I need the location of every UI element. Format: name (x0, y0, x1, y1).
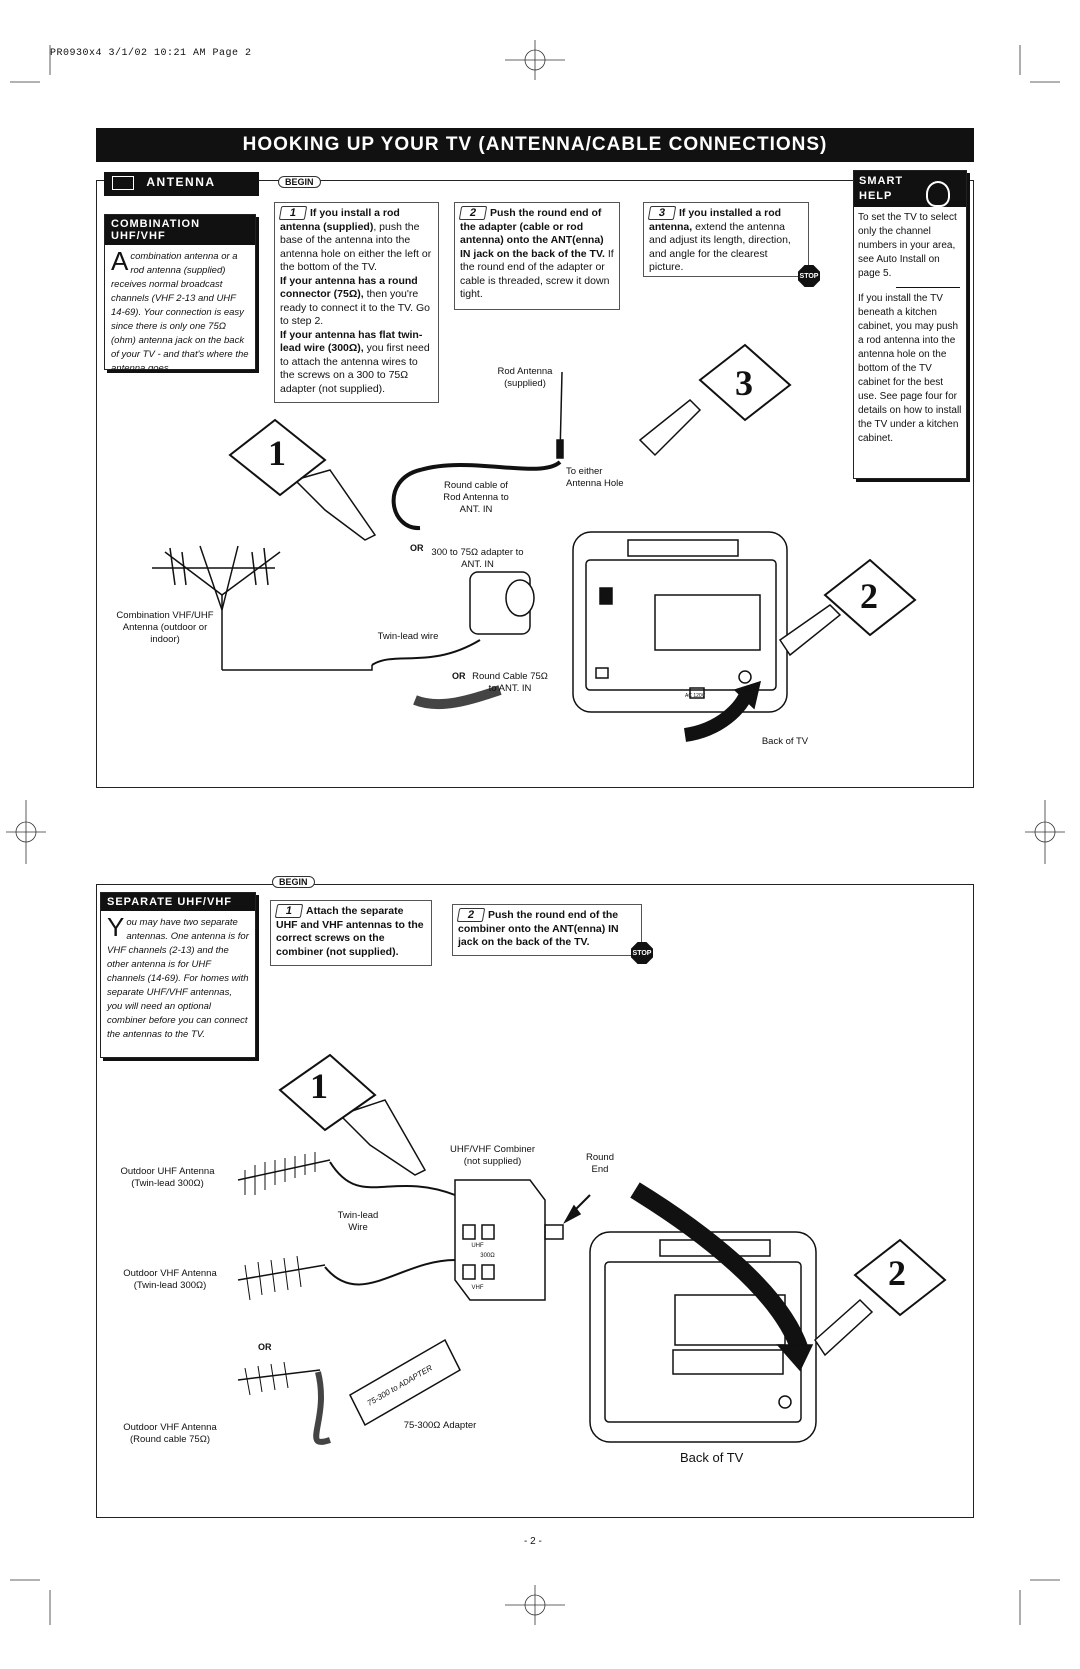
diagram-number-1b: 1 (310, 1066, 328, 1106)
antenna-icon (112, 175, 134, 190)
or-marker-2: OR (452, 671, 466, 681)
label-twin-lead: Twin-lead wire (377, 631, 439, 642)
separate-panel (96, 884, 974, 1518)
label-adapter-300-75: 300 to 75Ω adapter to ANT. IN (431, 547, 524, 570)
smart-help-text-2: If you install the TV beneath a kitchen … (858, 293, 962, 444)
or-marker-3: OR (258, 1342, 272, 1352)
label-round-end: Round End (586, 1152, 614, 1175)
label-300ohm: 300Ω (480, 1253, 495, 1259)
label-ac: AC 120V (684, 693, 705, 699)
begin-badge-2: BEGIN (272, 876, 315, 888)
label-adapter-75-300: 75-300Ω Adapter (403, 1420, 477, 1431)
label-outdoor-vhf-75: Outdoor VHF Antenna (Round cable 75Ω) (123, 1422, 217, 1445)
label-ant-in: ANT IN (741, 687, 759, 693)
diagram-number-2: 2 (860, 576, 878, 616)
separate-info-heading: SEPARATE UHF/VHF (101, 893, 255, 911)
page-number: - 2 - (524, 1536, 542, 1547)
lightbulb-icon (926, 181, 950, 207)
antenna-panel (96, 180, 974, 788)
smart-help-text-1: To set the TV to select only the channel… (858, 212, 957, 279)
label-round-cable-rod: Round cable of Rod Antenna to ANT. IN (443, 480, 509, 515)
label-twin-lead-wire: Twin-lead Wire (337, 1210, 379, 1233)
diagram-number-2b: 2 (888, 1253, 906, 1293)
label-round-cable-75: Round Cable 75Ω to ANT. IN (472, 671, 548, 694)
drop-cap: Y (107, 912, 125, 942)
stop-icon-2: STOP (631, 942, 653, 964)
label-back-of-tv-2: Back of TV (680, 1450, 744, 1465)
print-header: PR0930x4 3/1/02 10:21 AM Page 2 (50, 48, 252, 59)
label-vhf: VHF (471, 1285, 484, 1291)
combination-info-heading: COMBINATION UHF/VHF (105, 215, 255, 245)
begin-badge: BEGIN (278, 176, 321, 188)
label-rod-antenna: Rod Antenna (supplied) (497, 366, 553, 389)
diagram-number-1: 1 (268, 433, 286, 473)
label-outdoor-uhf: Outdoor UHF Antenna (Twin-lead 300Ω) (120, 1166, 215, 1189)
label-outdoor-vhf-300: Outdoor VHF Antenna (Twin-lead 300Ω) (123, 1268, 217, 1291)
drop-cap: A (111, 246, 129, 276)
antenna-tab-label: ANTENNA (146, 175, 216, 189)
label-antenna-hole: To either Antenna Hole (566, 466, 624, 489)
or-marker-1: OR (410, 543, 424, 553)
label-back-of-tv: Back of TV (761, 736, 809, 747)
label-uhf: UHF (471, 1243, 484, 1249)
diagram-number-3: 3 (735, 363, 753, 403)
stop-icon: STOP (798, 265, 820, 287)
page-title: HOOKING UP YOUR TV (ANTENNA/CABLE CONNEC… (96, 128, 974, 162)
antenna-tab: ANTENNA (104, 172, 259, 196)
label-combiner: UHF/VHF Combiner (not supplied) (450, 1144, 535, 1167)
smart-help-box: SMART HELP To set the TV to select only … (853, 170, 967, 479)
label-combination-antenna: Combination VHF/UHF Antenna (outdoor or … (116, 610, 214, 645)
